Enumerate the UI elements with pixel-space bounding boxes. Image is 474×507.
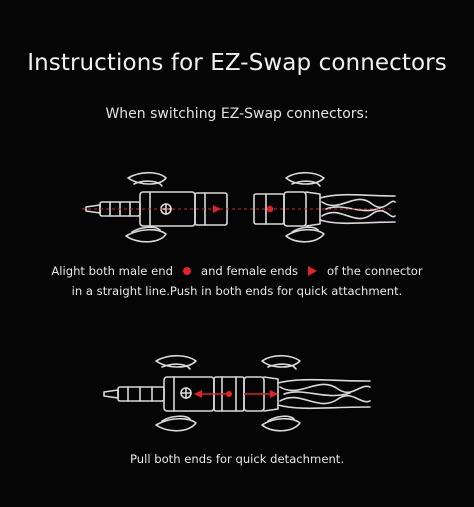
attach-caption: Alight both male end and female ends of th…: [0, 261, 474, 301]
male-connector-illustration: [85, 171, 228, 243]
page-title: Instructions for EZ-Swap connectors: [27, 50, 447, 76]
attach-illustration: [82, 171, 396, 243]
red-dot-icon: [182, 267, 191, 275]
page-subtitle: When switching EZ-Swap connectors:: [105, 106, 369, 122]
attach-caption-part1: Alight both male end: [51, 264, 173, 278]
right-arrow-head-icon: [270, 390, 278, 398]
pull-arrows: [194, 390, 278, 398]
attach-caption-line1: Alight both male end and female ends of th…: [0, 261, 474, 281]
detach-caption: Pull both ends for quick detachment.: [129, 452, 345, 466]
male-dot-marker-icon: [266, 205, 274, 213]
female-triangle-marker-icon: [213, 205, 221, 213]
female-connector-illustration: [253, 171, 396, 243]
joined-connector-illustration: [103, 354, 371, 432]
center-dot-marker-icon: [226, 391, 232, 397]
attach-caption-line2: in a straight line.Push in both ends for…: [71, 284, 403, 298]
red-triangle-icon: [308, 266, 317, 276]
attach-caption-part3: of the connector: [327, 264, 423, 278]
detach-illustration: [103, 354, 371, 432]
left-arrow-head-icon: [194, 390, 202, 398]
attach-caption-part2: and female ends: [200, 264, 298, 278]
